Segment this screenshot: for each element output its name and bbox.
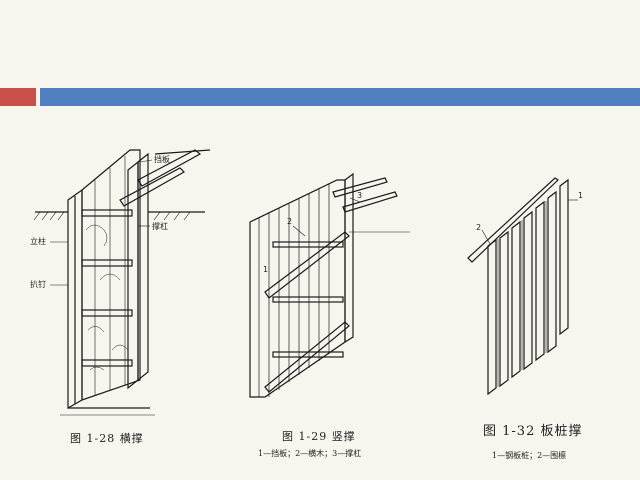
caption-fig-1-28: 图 1-28 横撑 — [70, 432, 144, 445]
caption-fig-1-32: 图 1-32 板桩撑 — [483, 424, 583, 439]
label-num-1: 1 — [263, 265, 268, 274]
label-strut: 撑杠 — [152, 221, 168, 231]
figure-horizontal-brace: 挡板 撑杠 立柱 扒钉 — [30, 149, 211, 416]
figure-sheet-pile: 2 1 — [467, 177, 583, 396]
label-num-2: 2 — [287, 217, 292, 226]
header-accent-block — [0, 88, 36, 106]
label-board: 挡板 — [154, 154, 170, 164]
header-gap — [36, 88, 40, 106]
caption-fig-1-29: 图 1-29 竖撑 — [282, 430, 356, 443]
label-nail: 扒钉 — [30, 279, 46, 289]
legend-fig-1-32: 1—钢板桩；2—围檩 — [492, 451, 567, 460]
label-post: 立柱 — [30, 236, 46, 246]
header-bar — [0, 88, 640, 106]
header-main-bar — [40, 88, 640, 106]
figure-vertical-brace: 1 2 3 — [249, 172, 410, 398]
legend-fig-1-29: 1—挡板；2—横木；3—撑杠 — [258, 449, 362, 458]
label-num-3: 3 — [357, 191, 362, 200]
label-num-1: 1 — [578, 191, 583, 200]
label-num-2: 2 — [476, 223, 481, 232]
